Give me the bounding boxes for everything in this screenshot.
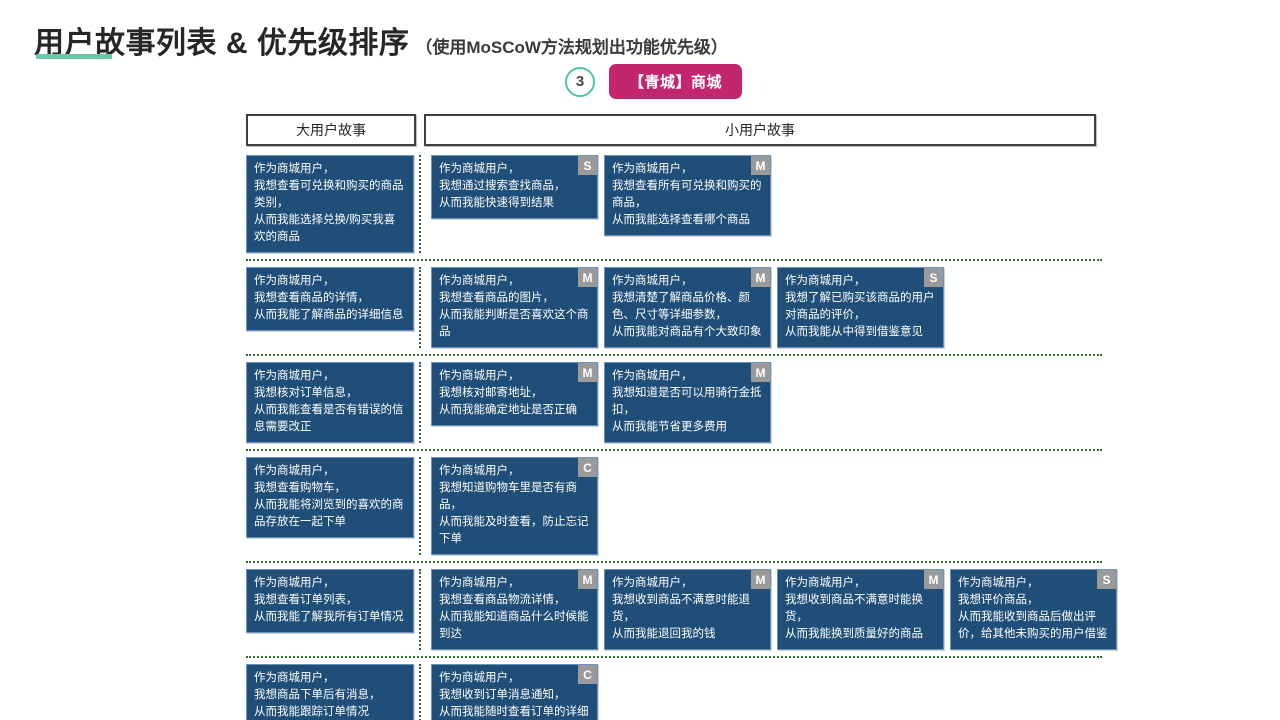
column-divider — [419, 267, 429, 348]
priority-badge: M — [578, 363, 597, 382]
big-story-column: 作为商城用户， 我想查看可兑换和购买的商品类别， 从而我能选择兑换/购买我喜欢的… — [246, 155, 417, 253]
small-story-card[interactable]: 作为商城用户， 我想了解已购买该商品的用户对商品的评价， 从而我能从中得到借鉴意… — [777, 267, 944, 348]
priority-badge: M — [751, 156, 770, 175]
big-story-column: 作为商城用户， 我想核对订单信息， 从而我能查看是否有错误的信息需要改正 — [246, 362, 417, 443]
priority-badge: C — [578, 665, 597, 684]
story-row: 作为商城用户， 我想查看购物车， 从而我能将浏览到的喜欢的商品存放在一起下单作为… — [246, 457, 1102, 563]
big-story-column: 作为商城用户， 我想查看订单列表， 从而我能了解我所有订单情况 — [246, 569, 417, 633]
page-title-subtitle: （使用MoSCoW方法规划出功能优先级） — [415, 38, 728, 57]
big-story-card[interactable]: 作为商城用户， 我想查看可兑换和购买的商品类别， 从而我能选择兑换/购买我喜欢的… — [246, 155, 414, 253]
column-divider — [419, 155, 429, 253]
section-header: 3 【青城】商城 — [565, 64, 743, 99]
big-story-column: 作为商城用户， 我想查看商品的详情， 从而我能了解商品的详细信息 — [246, 267, 417, 331]
priority-badge: C — [578, 458, 597, 477]
section-number-badge: 3 — [565, 66, 595, 97]
column-divider — [419, 569, 429, 650]
story-row: 作为商城用户， 我想查看商品的详情， 从而我能了解商品的详细信息作为商城用户， … — [246, 267, 1102, 356]
story-board: 作为商城用户， 我想查看可兑换和购买的商品类别， 从而我能选择兑换/购买我喜欢的… — [246, 155, 1117, 720]
big-story-card[interactable]: 作为商城用户， 我想商品下单后有消息， 从而我能跟踪订单情况 — [246, 664, 414, 720]
story-row: 作为商城用户， 我想查看订单列表， 从而我能了解我所有订单情况作为商城用户， 我… — [246, 569, 1117, 658]
story-row: 作为商城用户， 我想核对订单信息， 从而我能查看是否有错误的信息需要改正作为商城… — [246, 362, 1102, 451]
big-story-column: 作为商城用户， 我想查看购物车， 从而我能将浏览到的喜欢的商品存放在一起下单 — [246, 457, 417, 538]
priority-badge: S — [1097, 570, 1116, 589]
small-story-column: 作为商城用户， 我想收到订单消息通知， 从而我能随时查看订单的详细信息C — [431, 664, 1102, 720]
story-row: 作为商城用户， 我想商品下单后有消息， 从而我能跟踪订单情况作为商城用户， 我想… — [246, 664, 1102, 720]
small-story-card[interactable]: 作为商城用户， 我想评价商品， 从而我能收到商品后做出评价，给其他未购买的用户借… — [950, 569, 1117, 650]
big-story-card[interactable]: 作为商城用户， 我想查看购物车， 从而我能将浏览到的喜欢的商品存放在一起下单 — [246, 457, 414, 538]
page-title: 用户故事列表 & 优先级排序 （使用MoSCoW方法规划出功能优先级） — [34, 18, 728, 62]
priority-badge: M — [751, 268, 770, 287]
priority-badge: M — [924, 570, 943, 589]
column-headers: 大用户故事 小用户故事 — [246, 114, 1096, 146]
priority-badge: M — [751, 570, 770, 589]
priority-badge: S — [924, 268, 943, 287]
header-big-user-story: 大用户故事 — [246, 114, 416, 146]
priority-badge: M — [751, 363, 770, 382]
title-accent-bar — [36, 54, 112, 59]
header-small-user-story: 小用户故事 — [424, 114, 1096, 146]
big-story-card[interactable]: 作为商城用户， 我想查看商品的详情， 从而我能了解商品的详细信息 — [246, 267, 414, 331]
big-story-card[interactable]: 作为商城用户， 我想查看订单列表， 从而我能了解我所有订单情况 — [246, 569, 414, 633]
small-story-card[interactable]: 作为商城用户， 我想清楚了解商品价格、颜色、尺寸等详细参数， 从而我能对商品有个… — [604, 267, 771, 348]
big-story-column: 作为商城用户， 我想商品下单后有消息， 从而我能跟踪订单情况 — [246, 664, 417, 720]
priority-badge: M — [578, 570, 597, 589]
priority-badge: M — [578, 268, 597, 287]
column-divider — [419, 362, 429, 443]
column-divider — [419, 664, 429, 720]
section-name-pill: 【青城】商城 — [609, 64, 743, 99]
column-divider — [419, 457, 429, 555]
big-story-card[interactable]: 作为商城用户， 我想核对订单信息， 从而我能查看是否有错误的信息需要改正 — [246, 362, 414, 443]
priority-badge: S — [578, 156, 597, 175]
small-story-card[interactable]: 作为商城用户， 我想收到订单消息通知， 从而我能随时查看订单的详细信息C — [431, 664, 598, 720]
story-row: 作为商城用户， 我想查看可兑换和购买的商品类别， 从而我能选择兑换/购买我喜欢的… — [246, 155, 1102, 261]
